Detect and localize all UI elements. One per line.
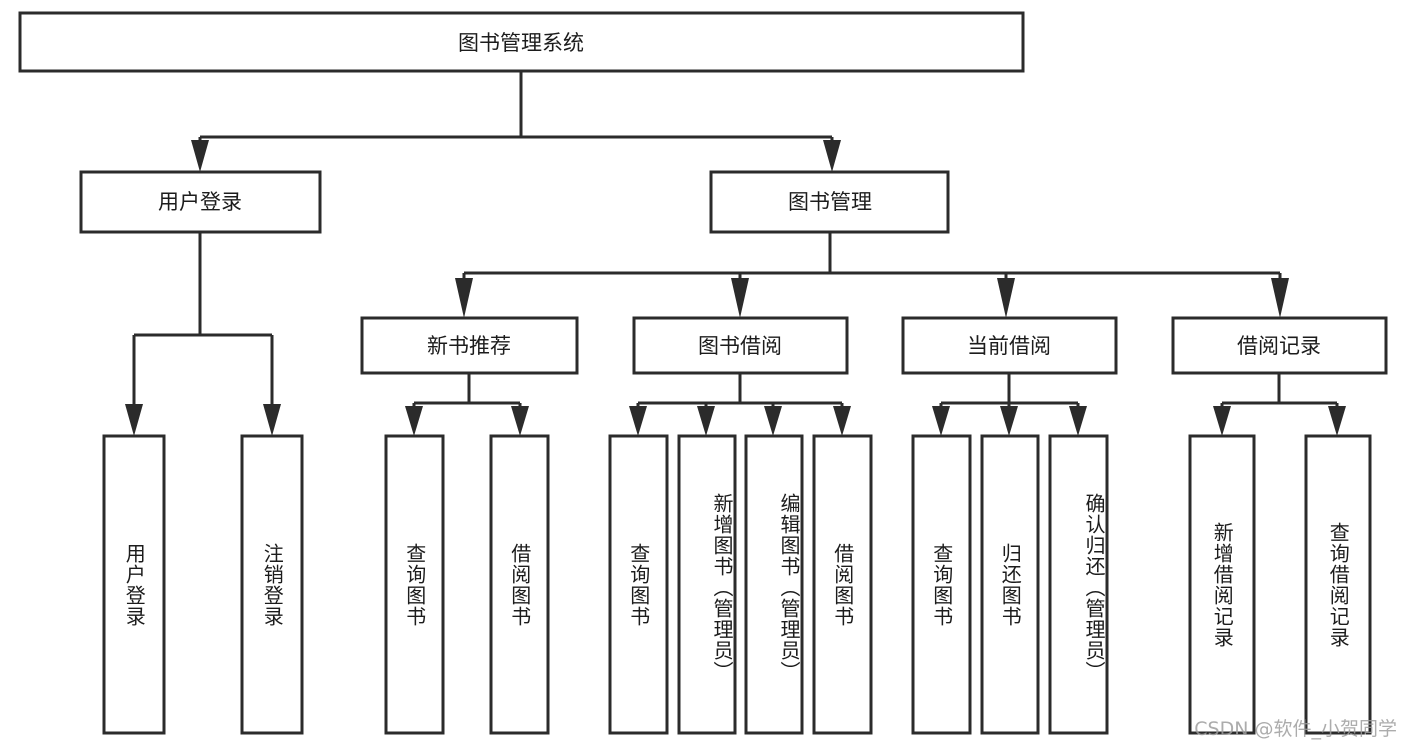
leaf-borrow-book-2-box[interactable] <box>812 434 873 735</box>
node-borrow-record-label: 借阅记录 <box>1237 334 1321 358</box>
leaf-query-book-2-box[interactable] <box>608 434 669 735</box>
leaf-edit-book-box[interactable] <box>744 434 804 735</box>
arrow-to-book-management <box>823 140 841 172</box>
node-book-borrow-box[interactable] <box>632 316 849 375</box>
node-root-box[interactable] <box>18 11 1025 73</box>
node-book-management[interactable]: 图书管理 <box>709 170 950 234</box>
leaf-confirm-return-box[interactable] <box>1048 434 1109 735</box>
node-current-borrow-label: 当前借阅 <box>967 334 1051 358</box>
arrow-to-current-borrow <box>997 278 1015 318</box>
arrow-to-leaf-query-book-1 <box>405 406 423 436</box>
node-root[interactable]: 图书管理系统 <box>18 11 1025 73</box>
leaf-borrow-book-1-box[interactable] <box>489 434 550 735</box>
node-user-login-label: 用户登录 <box>158 190 242 214</box>
leaf-add-book-box[interactable] <box>677 434 737 735</box>
arrow-to-leaf-borrow-book-1 <box>511 406 529 436</box>
node-current-borrow-box[interactable] <box>901 316 1118 375</box>
arrow-to-leaf-query-book-3 <box>932 406 950 436</box>
node-root-label: 图书管理系统 <box>458 31 584 55</box>
node-user-login[interactable]: 用户登录 <box>79 170 322 234</box>
arrow-to-leaf-return-book <box>1000 406 1018 436</box>
node-current-borrow[interactable]: 当前借阅 <box>901 316 1118 375</box>
arrow-to-leaf-edit-book <box>764 406 782 436</box>
arrow-to-user-login <box>191 140 209 172</box>
leaf-return-book-box[interactable] <box>980 434 1040 735</box>
arrow-to-leaf-borrow-book-2 <box>833 406 851 436</box>
leaf-user-logout-box[interactable] <box>240 434 304 735</box>
node-borrow-record[interactable]: 借阅记录 <box>1171 316 1388 375</box>
node-new-book-recommend-label: 新书推荐 <box>427 334 511 358</box>
node-new-book-recommend[interactable]: 新书推荐 <box>360 316 579 375</box>
node-book-borrow-label: 图书借阅 <box>698 334 782 358</box>
node-book-management-box[interactable] <box>709 170 950 234</box>
arrow-to-borrow-record <box>1271 278 1289 318</box>
node-new-book-recommend-box[interactable] <box>360 316 579 375</box>
arrow-to-leaf-query-record <box>1328 406 1346 436</box>
arrow-to-leaf-query-book-2 <box>629 406 647 436</box>
leaf-user-login-box[interactable] <box>102 434 166 735</box>
arrow-to-book-borrow <box>731 278 749 318</box>
arrow-to-leaf-confirm-return <box>1069 406 1087 436</box>
arrow-to-new-book-recommend <box>455 278 473 318</box>
arrow-to-leaf-user-logout <box>263 404 281 436</box>
node-borrow-record-box[interactable] <box>1171 316 1388 375</box>
arrow-to-leaf-user-login <box>125 404 143 436</box>
leaf-query-book-1-box[interactable] <box>384 434 445 735</box>
arrow-to-leaf-add-book <box>697 406 715 436</box>
leaf-query-record-box[interactable] <box>1304 434 1372 735</box>
leaf-query-book-3-box[interactable] <box>911 434 972 735</box>
node-book-borrow[interactable]: 图书借阅 <box>632 316 849 375</box>
arrow-to-leaf-add-record <box>1213 406 1231 436</box>
node-book-management-label: 图书管理 <box>788 190 872 214</box>
leaf-add-record-box[interactable] <box>1188 434 1256 735</box>
